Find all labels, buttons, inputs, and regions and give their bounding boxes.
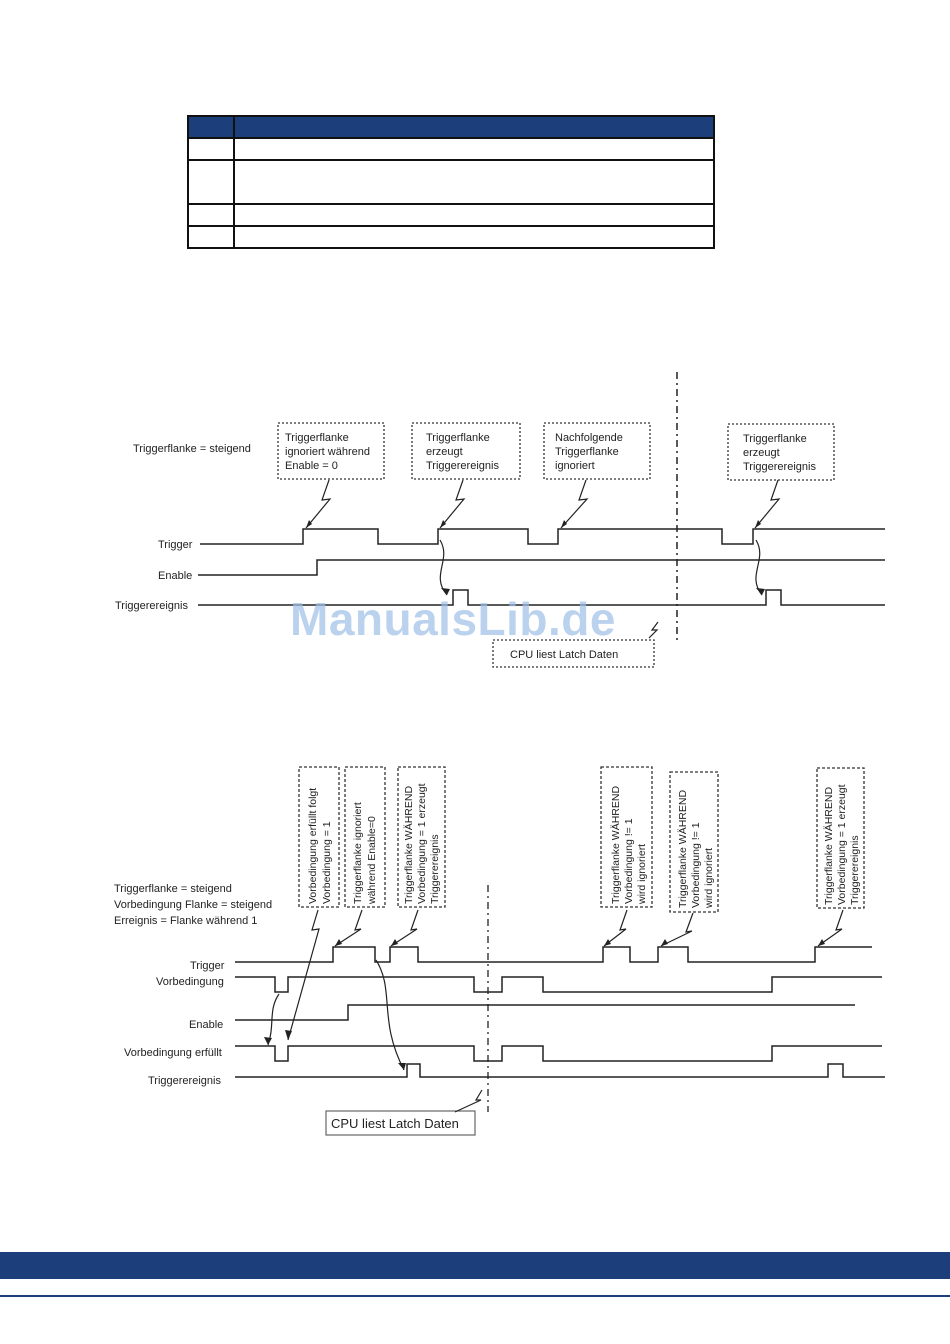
- box2-line2: erzeugt: [426, 446, 463, 458]
- footer-bar: [0, 1252, 950, 1279]
- table-row: [187, 203, 715, 227]
- box4-line1: Triggerflanke: [743, 433, 807, 445]
- signal-label-trigger: Trigger: [190, 960, 225, 972]
- timing-diagram-1: Triggerflanke = steigend Trigger Enable …: [115, 372, 885, 668]
- vbox6-line2: Vorbedingung = 1 erzeugt: [836, 784, 848, 905]
- table-cell: [187, 137, 235, 161]
- box2-line1: Triggerflanke: [426, 432, 490, 444]
- signal-label-enable: Enable: [189, 1019, 223, 1031]
- timing-diagram-2: Triggerflanke = steigend Vorbedingung Fl…: [114, 766, 885, 1136]
- header-table: [187, 115, 715, 249]
- vbox4-line1: Triggerflanke WÄHREND: [610, 786, 622, 904]
- box4-line3: Triggerereignis: [743, 461, 816, 473]
- vbox3-line3: Triggerereignis: [429, 834, 441, 904]
- table-row: [187, 225, 715, 249]
- watermark: ManualsLib.de: [290, 593, 616, 645]
- vbox3-line2: Vorbedingung = 1 erzeugt: [416, 783, 428, 904]
- table-cell: [233, 159, 715, 205]
- vbox2-line2: während Enable=0: [366, 816, 378, 905]
- table-header-row: [187, 115, 715, 139]
- vbox1-line2: Vorbedingung = 1: [321, 821, 333, 904]
- box3-line1: Nachfolgende: [555, 432, 623, 444]
- table-row: [187, 137, 715, 161]
- table-header-cell: [233, 115, 715, 139]
- vbox5-line2: Vorbedingung != 1: [690, 822, 702, 908]
- table-row: [187, 159, 715, 205]
- table-cell: [233, 225, 715, 249]
- box3-line2: Triggerflanke: [555, 446, 619, 458]
- signal-label-vorbedingung-erfuellt: Vorbedingung erfüllt: [124, 1047, 222, 1059]
- condition-line-2: Vorbedingung Flanke = steigend: [114, 899, 272, 911]
- table-cell: [187, 225, 235, 249]
- signal-label-enable: Enable: [158, 570, 192, 582]
- vbox4-line2: Vorbedingung != 1: [623, 818, 635, 904]
- signal-label-triggerereignis: Triggerereignis: [115, 600, 188, 612]
- cpu-label: CPU liest Latch Daten: [331, 1116, 459, 1131]
- table-cell: [233, 203, 715, 227]
- table-header-cell: [187, 115, 235, 139]
- cpu-label: CPU liest Latch Daten: [510, 649, 618, 661]
- vbox3-line1: Triggerflanke WÄHREND: [403, 786, 415, 904]
- box3-line3: ignoriert: [555, 460, 595, 472]
- box2-line3: Triggerereignis: [426, 460, 499, 472]
- vbox5-line3: wird ignoriert: [703, 848, 715, 909]
- signal-label-triggerereignis: Triggerereignis: [148, 1075, 221, 1087]
- vbox4-line3: wird ignoriert: [636, 844, 648, 905]
- vbox6-line1: Triggerflanke WÄHREND: [823, 787, 835, 905]
- table-cell: [187, 159, 235, 205]
- box1-line2: ignoriert während: [285, 446, 370, 458]
- footer-line: [0, 1295, 950, 1297]
- signal-label-vorbedingung: Vorbedingung: [156, 976, 224, 988]
- table-cell: [187, 203, 235, 227]
- box4-line2: erzeugt: [743, 447, 780, 459]
- vbox1-line1: Vorbedingung erfüllt folgt: [307, 788, 319, 904]
- signal-label-trigger: Trigger: [158, 539, 193, 551]
- condition-label: Triggerflanke = steigend: [133, 443, 251, 455]
- table-cell: [233, 137, 715, 161]
- condition-line-1: Triggerflanke = steigend: [114, 883, 232, 895]
- vbox6-line3: Triggerereignis: [849, 835, 861, 905]
- box1-line1: Triggerflanke: [285, 432, 349, 444]
- vbox5-line1: Triggerflanke WÄHREND: [677, 790, 689, 908]
- box1-line3: Enable = 0: [285, 460, 338, 472]
- condition-line-3: Erreignis = Flanke während 1: [114, 915, 257, 927]
- vbox2-line1: Triggerflanke ignoriert: [352, 802, 364, 904]
